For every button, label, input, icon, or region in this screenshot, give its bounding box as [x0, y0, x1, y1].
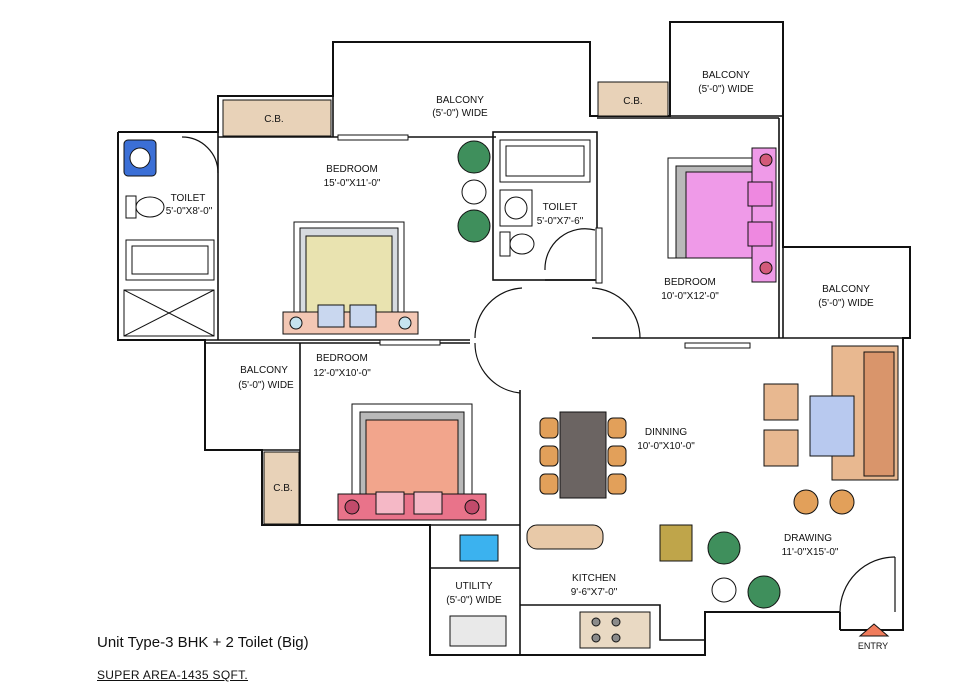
- cupboard-top-left: [222, 99, 332, 137]
- door-swings: [181, 136, 896, 613]
- kitchen-size: 9'-6"X7'-0": [571, 587, 618, 598]
- bed-bottom: [365, 419, 459, 501]
- toilet-center-size: 5'-0"X7'-6": [537, 216, 584, 227]
- balcony-top-name: BALCONY: [436, 95, 484, 106]
- drawing-name: DRAWING: [784, 533, 832, 544]
- top-bedroom-furniture: [282, 140, 491, 335]
- balcony-left-name: BALCONY: [240, 365, 288, 376]
- room-labels: BALCONY (5'-0") WIDE BALCONY (5'-0") WID…: [166, 70, 888, 651]
- balcony-top-size: (5'-0") WIDE: [432, 108, 488, 119]
- bedroom-right-size: 10'-0"X12'-0": [661, 291, 719, 302]
- cupboards: [222, 81, 669, 525]
- dining-set: [539, 411, 627, 499]
- toilet-left-size: 5'-0"X8'-0": [166, 206, 213, 217]
- unit-title: Unit Type-3 BHK + 2 Toilet (Big): [97, 634, 309, 651]
- cupboard-left: [263, 451, 300, 525]
- utility-size: (5'-0") WIDE: [446, 595, 502, 606]
- bedroom-top-size: 15'-0"X11'-0": [324, 178, 381, 189]
- dinning-name: DINNING: [645, 427, 687, 438]
- balcony-top-right-name: BALCONY: [702, 70, 750, 81]
- drawing-room-furniture: [707, 345, 899, 637]
- center-toilet-fixtures: [499, 139, 591, 257]
- bedroom-bottom-size: 12'-0"X10'-0": [313, 368, 371, 379]
- bedroom-top-name: BEDROOM: [326, 164, 378, 175]
- kitchen-name: KITCHEN: [572, 573, 616, 584]
- super-area: SUPER AREA-1435 SQFT.: [97, 668, 249, 682]
- entry-label: ENTRY: [858, 641, 888, 651]
- bed-top: [305, 235, 393, 317]
- cb-top-left: C.B.: [264, 114, 283, 125]
- balcony-left-size: (5'-0") WIDE: [238, 380, 294, 391]
- balcony-right-size: (5'-0") WIDE: [818, 298, 874, 309]
- toilet-left-name: TOILET: [171, 193, 206, 204]
- right-bedroom-furniture: [667, 147, 777, 283]
- dinning-size: 10'-0"X10'-0": [637, 441, 695, 452]
- bedroom-right-name: BEDROOM: [664, 277, 716, 288]
- cb-top-right: C.B.: [623, 96, 642, 107]
- bottom-bedroom-furniture: [337, 403, 487, 521]
- toilet-center-name: TOILET: [543, 202, 578, 213]
- left-toilet-fixtures: [123, 139, 215, 337]
- windows: [337, 134, 751, 349]
- entry-arrow: [858, 623, 890, 637]
- bedroom-bottom-name: BEDROOM: [316, 353, 368, 364]
- cb-left: C.B.: [273, 483, 292, 494]
- balcony-right-name: BALCONY: [822, 284, 870, 295]
- interior-walls: [118, 42, 903, 655]
- utility-name: UTILITY: [455, 581, 493, 592]
- balcony-top-right-size: (5'-0") WIDE: [698, 84, 754, 95]
- kitchen-fixtures: [449, 524, 693, 649]
- drawing-size: 11'-0"X15'-0": [782, 547, 839, 558]
- cupboard-top-right: [597, 81, 669, 117]
